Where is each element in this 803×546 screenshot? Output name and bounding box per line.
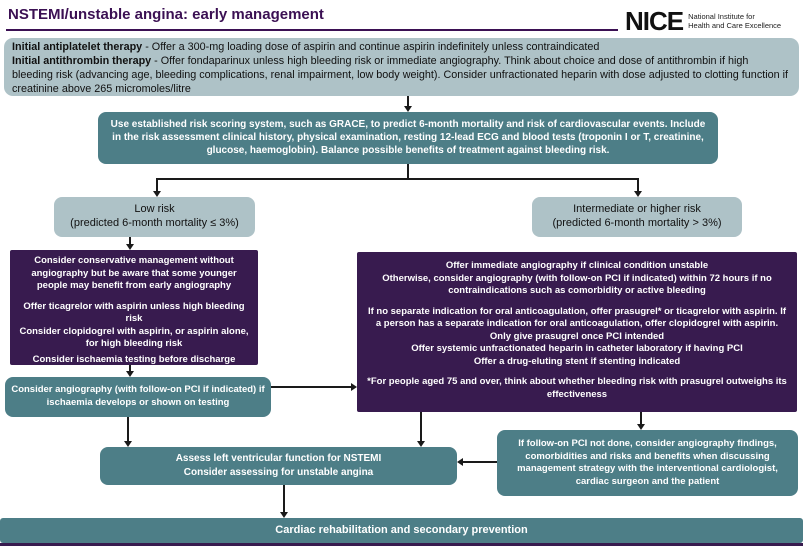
- arrowhead-to-higher-risk: [633, 191, 642, 197]
- low-risk-box: Low risk (predicted 6-month mortality ≤ …: [54, 197, 255, 237]
- follow-on-pci-box: If follow-on PCI not done, consider angi…: [497, 430, 798, 496]
- connector-risk-branch: [156, 178, 638, 180]
- arrowhead-top-to-risk: [403, 106, 412, 112]
- assess-lv-line1: Assess left ventricular function for NST…: [175, 453, 382, 464]
- immediate-para5: Offer a drug-eluting stent if stenting i…: [473, 355, 681, 367]
- immediate-para3: If no separate indication for oral antic…: [367, 305, 787, 342]
- assess-lv-line2: Consider assessing for unstable angina: [183, 467, 374, 478]
- conservative-para1: Consider conservative management without…: [31, 255, 237, 291]
- nice-logo-wordmark: NICE: [625, 6, 684, 36]
- risk-scoring-box: Use established risk scoring system, suc…: [98, 112, 718, 164]
- connector-immediate-to-followon: [640, 412, 642, 424]
- arrowhead-angio-to-immediate: [351, 382, 357, 391]
- conservative-para2: Offer ticagrelor with aspirin unless hig…: [23, 300, 245, 325]
- connector-conservative-to-angio: [129, 365, 131, 371]
- connector-lowrisk-to-conservative: [129, 237, 131, 244]
- initial-antiplatelet-line: Initial antiplatelet therapy - Offer a 3…: [12, 41, 600, 53]
- nice-logo-tagline: National Institute for Health and Care E…: [688, 12, 782, 30]
- rehab-bar: Cardiac rehabilitation and secondary pre…: [0, 518, 803, 543]
- low-risk-subtitle: (predicted 6-month mortality ≤ 3%): [70, 217, 239, 229]
- conservative-management-box: Consider conservative management without…: [10, 250, 258, 365]
- arrowhead-lowrisk-to-conservative: [125, 244, 134, 250]
- connector-to-higher-risk: [637, 178, 639, 191]
- bottom-purple-rule: [0, 543, 803, 546]
- immediate-para6: *For people aged 75 and over, think abou…: [367, 376, 787, 400]
- connector-immediate-to-assess: [420, 412, 422, 441]
- arrowhead-angio-to-assess: [123, 441, 132, 447]
- connector-risk-stem: [407, 164, 409, 178]
- connector-to-low-risk: [156, 178, 158, 191]
- arrowhead-immediate-to-followon: [636, 424, 645, 430]
- immediate-para4: Offer systemic unfractionated heparin in…: [411, 343, 743, 354]
- conservative-para3: Consider clopidogrel with aspirin, or as…: [19, 325, 249, 350]
- nice-logo: NICE National Institute for Health and C…: [625, 8, 781, 34]
- higher-risk-box: Intermediate or higher risk (predicted 6…: [532, 197, 742, 237]
- connector-assess-to-rehab: [283, 485, 285, 512]
- higher-risk-title: Intermediate or higher risk: [573, 203, 701, 215]
- connector-followon-to-assess: [463, 461, 497, 463]
- conservative-para4: Consider ischaemia testing before discha…: [32, 353, 236, 365]
- angio-if-ischaemia-box: Consider angiography (with follow-on PCI…: [5, 377, 271, 417]
- arrowhead-immediate-to-assess: [416, 441, 425, 447]
- immediate-para2: Otherwise, consider angiography (with fo…: [382, 272, 772, 297]
- arrowhead-assess-to-rehab: [279, 512, 288, 518]
- higher-risk-subtitle: (predicted 6-month mortality > 3%): [552, 217, 722, 229]
- arrowhead-to-low-risk: [152, 191, 161, 197]
- connector-angio-to-immediate: [271, 386, 351, 388]
- title-underline: [6, 29, 618, 31]
- connector-angio-to-assess: [127, 417, 129, 441]
- low-risk-title: Low risk: [134, 203, 175, 215]
- initial-therapy-box: Initial antiplatelet therapy - Offer a 3…: [4, 38, 799, 96]
- initial-antithrombin-line: Initial antithrombin therapy - Offer fon…: [12, 55, 789, 95]
- arrowhead-followon-to-assess: [457, 457, 463, 466]
- immediate-angiography-box: Offer immediate angiography if clinical …: [357, 252, 797, 412]
- assess-lv-box: Assess left ventricular function for NST…: [100, 447, 457, 485]
- arrowhead-conservative-to-angio: [125, 371, 134, 377]
- immediate-para1: Offer immediate angiography if clinical …: [445, 260, 709, 271]
- page-title: NSTEMI/unstable angina: early management: [8, 6, 324, 23]
- connector-top-to-risk: [407, 96, 409, 106]
